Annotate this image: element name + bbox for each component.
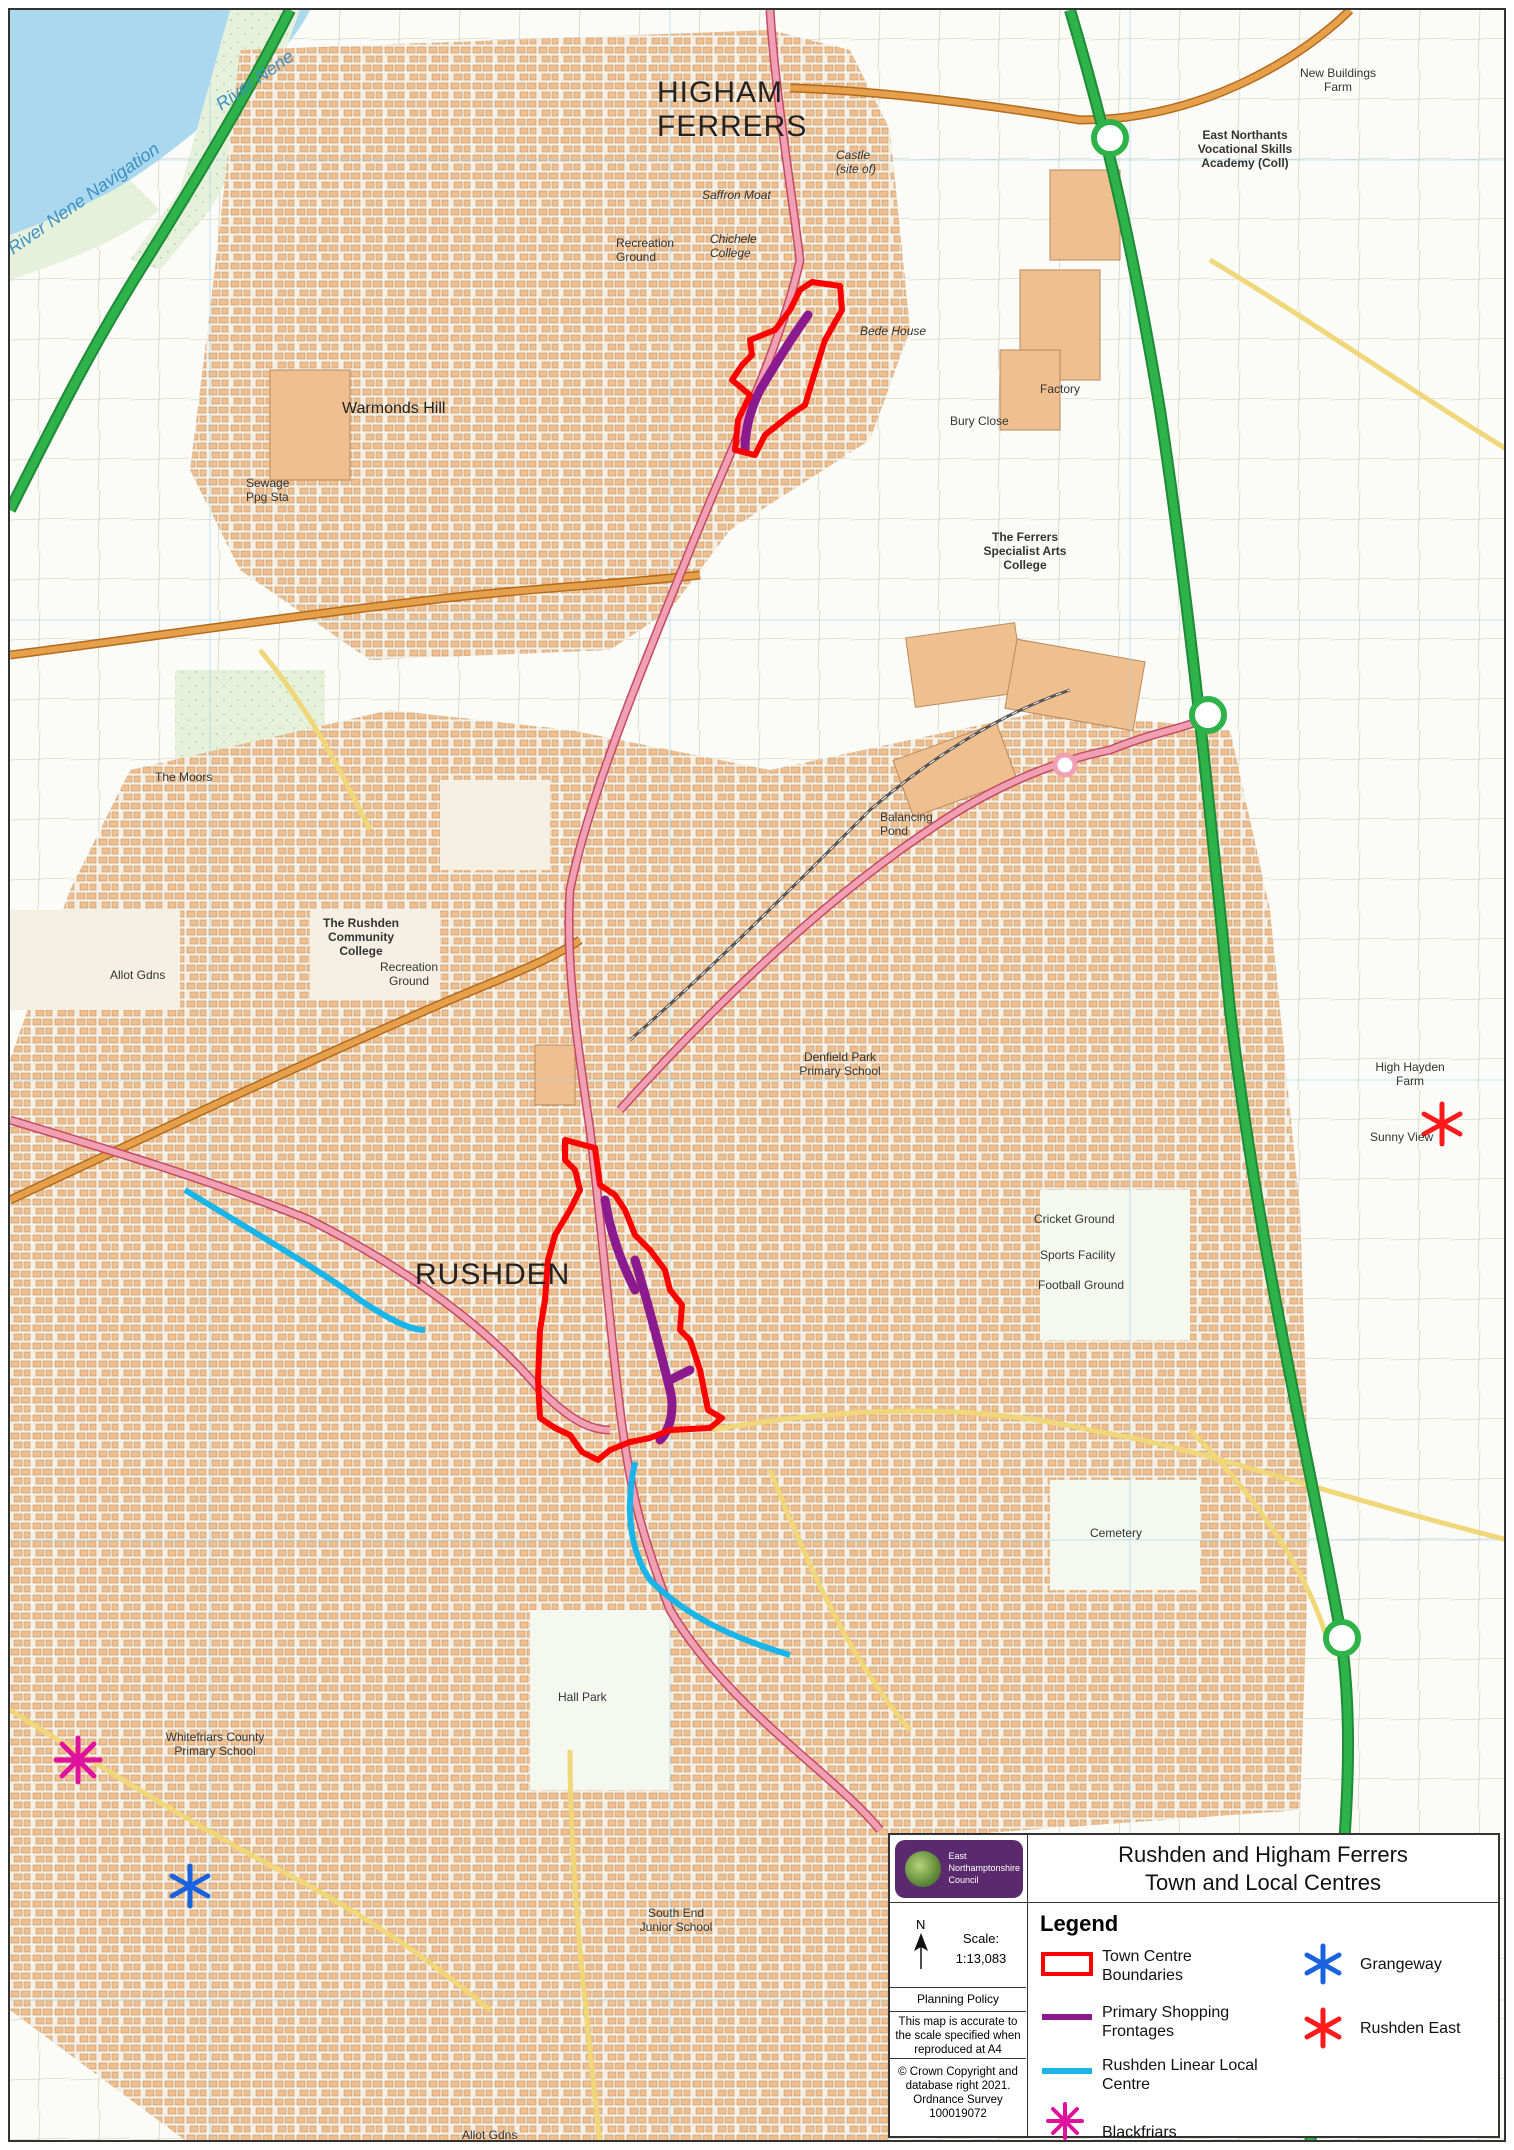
rushden-urban	[10, 710, 1310, 2140]
council-logo-box: East Northamptonshire Council	[890, 1835, 1028, 1903]
trunk-roads	[10, 10, 1353, 2140]
north-label: N	[916, 1917, 926, 1932]
place-label: High Hayden Farm	[1375, 1060, 1445, 1088]
roundabouts	[1052, 119, 1361, 1657]
legend-rushden-east: Rushden East	[1360, 2020, 1461, 2037]
info-column: N Scale: 1:13,083 Planning Policy This m…	[890, 1903, 1028, 2136]
place-label: Allot Gdns	[110, 968, 166, 982]
place-label: Sewage Ppg Sta	[246, 476, 290, 504]
map-title: Rushden and Higham Ferrers Town and Loca…	[1028, 1835, 1498, 1903]
a-road-northampton	[10, 572, 701, 658]
place-label: Sports Facility	[1040, 1248, 1116, 1262]
legend-primary-shopping: Primary Shopping Frontages	[1102, 2004, 1230, 2040]
place-label: The Rushden Community College	[322, 916, 399, 958]
grangeway-marker[interactable]	[169, 1863, 211, 1909]
place-label: Saffron Moat	[702, 188, 771, 202]
place-label: Hall Park	[558, 1690, 607, 1704]
scale-value: 1:13,083	[955, 1951, 1007, 1966]
north-arrow-icon	[914, 1933, 928, 1969]
legend-blackfriars: Blackfriars	[1102, 2124, 1177, 2141]
copyright-note: © Crown Copyright and database right 202…	[898, 2066, 1018, 2120]
town-centre-swatch-icon	[1041, 1952, 1093, 1976]
place-label: Bury Close	[950, 414, 1009, 428]
scale-text: Scale: 1:13,083	[946, 1929, 1016, 1969]
place-label: New Buildings Farm	[1299, 66, 1377, 94]
scale-box: N Scale: 1:13,083	[890, 1903, 1026, 1988]
legend-linear-local: Rushden Linear Local Centre	[1102, 2057, 1258, 2093]
place-label: Recreation Ground	[379, 960, 439, 988]
planning-policy-label: Planning Policy	[890, 1987, 1026, 2012]
place-label: Factory	[1040, 382, 1081, 396]
place-label: Recreation Ground	[616, 236, 675, 264]
grangeway-swatch-icon	[1304, 1943, 1342, 1985]
primary-shopping-frontages	[600, 310, 813, 1445]
blackfriars-marker[interactable]	[53, 1735, 103, 1785]
place-label: Football Ground	[1038, 1278, 1125, 1292]
scale-label: Scale:	[962, 1931, 1000, 1946]
map-canvas[interactable]	[10, 10, 1506, 2142]
place-label: Sunny View	[1370, 1130, 1434, 1144]
place-label: Whitefriars County Primary School	[165, 1730, 265, 1758]
legend-grangeway: Grangeway	[1360, 1956, 1442, 1973]
place-label: Denfield Park Primary School	[799, 1050, 881, 1078]
higham-ferrers-urban	[190, 30, 910, 660]
primary-shopping-swatch-icon	[1042, 2014, 1092, 2020]
map-title-line-2: Town and Local Centres	[1144, 1870, 1382, 1895]
place-label: Allot Gdns	[462, 2128, 518, 2142]
council-logo-text: East Northamptonshire Council	[948, 1850, 1021, 1885]
place-label: Chichele College	[710, 232, 757, 260]
place-label: Warmonds Hill	[342, 400, 446, 417]
legend-panel: East Northamptonshire Council Rushden an…	[888, 1833, 1500, 2141]
map-frame[interactable]: HIGHAM FERRERS RUSHDEN River Nene River …	[8, 8, 1506, 2142]
place-label: Cemetery	[1090, 1526, 1143, 1540]
place-label: Castle (site of)	[836, 148, 877, 176]
linear-local-swatch-icon	[1042, 2068, 1092, 2074]
map-title-line-1: Rushden and Higham Ferrers	[1118, 1842, 1408, 1867]
blackfriars-swatch-icon	[1046, 2102, 1084, 2140]
town-centre-boundaries	[535, 279, 845, 1463]
globe-icon	[904, 1850, 941, 1887]
settlement-label-higham-ferrers: HIGHAM FERRERS	[657, 76, 808, 143]
place-label: Cricket Ground	[1034, 1212, 1115, 1226]
rushden-east-swatch-icon	[1304, 2007, 1342, 2049]
legend-title: Legend	[1040, 1911, 1119, 1936]
place-label: Bede House	[860, 324, 927, 338]
linear-local-centre-lines	[183, 1187, 791, 1658]
place-label: The Ferrers Specialist Arts College	[983, 530, 1067, 572]
rushden-east-marker[interactable]	[1421, 1101, 1463, 1147]
a-road-kimbolton	[789, 10, 1353, 124]
place-label: The Moors	[155, 770, 213, 784]
place-label: South End Junior School	[639, 1906, 713, 1934]
settlement-label-rushden: RUSHDEN	[415, 1258, 571, 1291]
place-label: East Northants Vocational Skills Academy…	[1197, 128, 1293, 170]
place-label: Balancing Pond	[880, 810, 933, 838]
council-logo: East Northamptonshire Council	[894, 1839, 1023, 1898]
accuracy-note: This map is accurate to the scale specif…	[890, 2011, 1026, 2059]
legend-town-centre: Town Centre Boundaries	[1102, 1948, 1192, 1984]
